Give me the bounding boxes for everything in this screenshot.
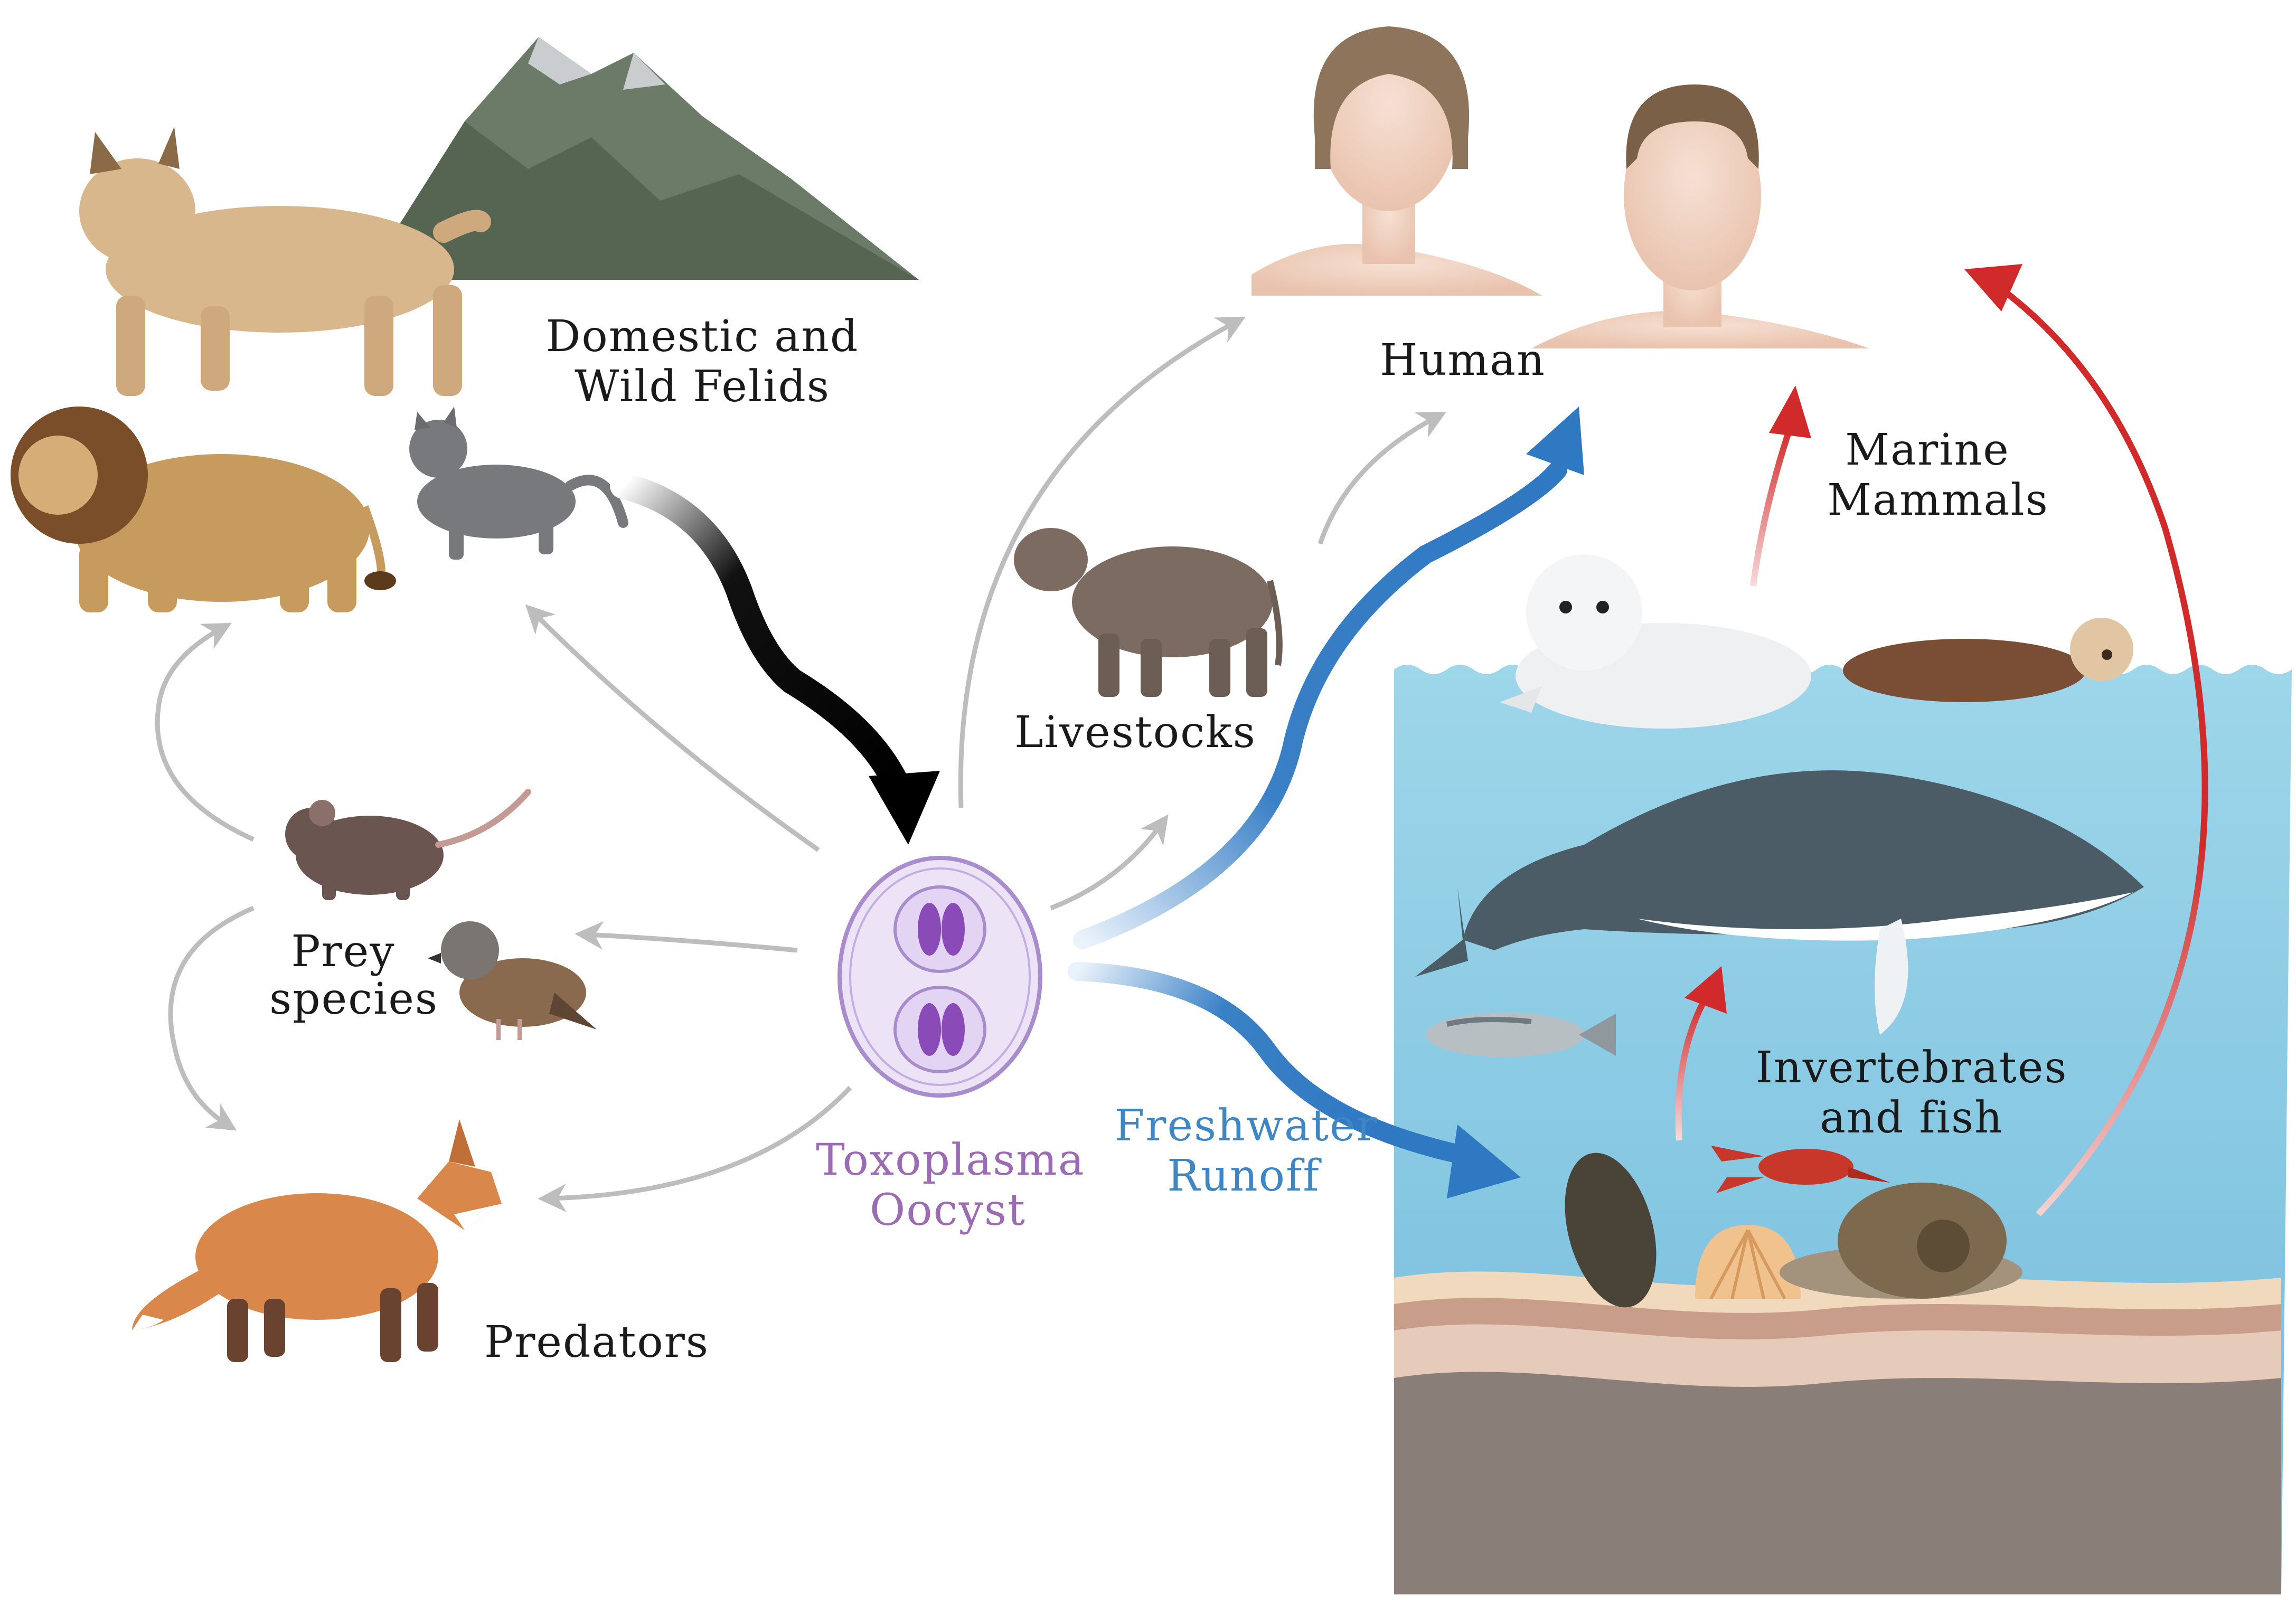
lynx-icon [79, 127, 491, 396]
seal-icon [1500, 554, 1811, 729]
arrow-livestock-to-human [1318, 411, 1447, 545]
seabed-rock [1394, 1372, 2281, 1594]
runoff-to-human-arrow [1073, 407, 1584, 949]
label-invertebrates-1: Invertebrates [1756, 1043, 2068, 1093]
marine-mammals-to-human-arrow [1750, 385, 1811, 587]
label-marine-mammals-2: Mammals [1827, 475, 2049, 525]
label-prey-1: Prey [291, 927, 395, 977]
label-predators: Predators [484, 1317, 709, 1367]
label-felids-2: Wild Felids [575, 362, 830, 412]
arrow-oocyst-to-human-1 [958, 316, 1246, 808]
label-livestocks: Livestocks [1014, 707, 1256, 758]
arrow-oocyst-to-cat [525, 604, 820, 852]
label-oocyst-2: Oocyst [870, 1185, 1026, 1235]
sparrow-icon [428, 921, 597, 1040]
scallop-icon [1695, 1225, 1801, 1300]
sea-otter-icon [1843, 618, 2133, 702]
whale-icon [1415, 770, 2144, 1035]
salmon-icon [1426, 1013, 1616, 1057]
label-runoff-1: Freshwater [1114, 1101, 1378, 1151]
mussel-icon [1565, 1153, 1657, 1308]
label-runoff-2: Runoff [1167, 1151, 1322, 1201]
arrow-oocyst-to-livestock [1050, 814, 1169, 911]
arrow-oocyst-to-predators [538, 1085, 852, 1213]
lion-icon [11, 407, 396, 612]
felid-to-oocyst-arrow [610, 473, 940, 845]
oocyst-icon [838, 856, 1042, 1098]
label-oocyst-1: Toxoplasma [816, 1135, 1085, 1185]
arrow-oocyst-to-prey [575, 921, 798, 953]
invertebrates-to-human-arrow [1964, 264, 2208, 1217]
fox-icon [132, 1119, 502, 1362]
label-felids-1: Domestic and [546, 311, 859, 362]
crayfish-icon [1711, 1146, 1890, 1193]
cow-icon [1014, 528, 1283, 697]
arrow-prey-to-felids [155, 622, 255, 842]
minor-transmission-arrows [155, 316, 1447, 1213]
label-invertebrates-2: and fish [1820, 1093, 2003, 1143]
snail-icon [1780, 1183, 2022, 1299]
label-marine-mammals-1: Marine [1845, 425, 2010, 475]
mountain-icon [364, 37, 919, 280]
cat-icon [409, 407, 628, 560]
mouse-icon [285, 789, 531, 900]
label-human: Human [1380, 335, 1546, 385]
woman-icon [1251, 26, 1542, 296]
arrow-prey-to-predators [168, 905, 255, 1131]
invertebrates-to-fish-arrow [1675, 966, 1727, 1141]
runoff-to-invertebrates-arrow [1068, 962, 1521, 1198]
man-icon [1531, 84, 1869, 348]
label-prey-2: species [269, 974, 438, 1024]
